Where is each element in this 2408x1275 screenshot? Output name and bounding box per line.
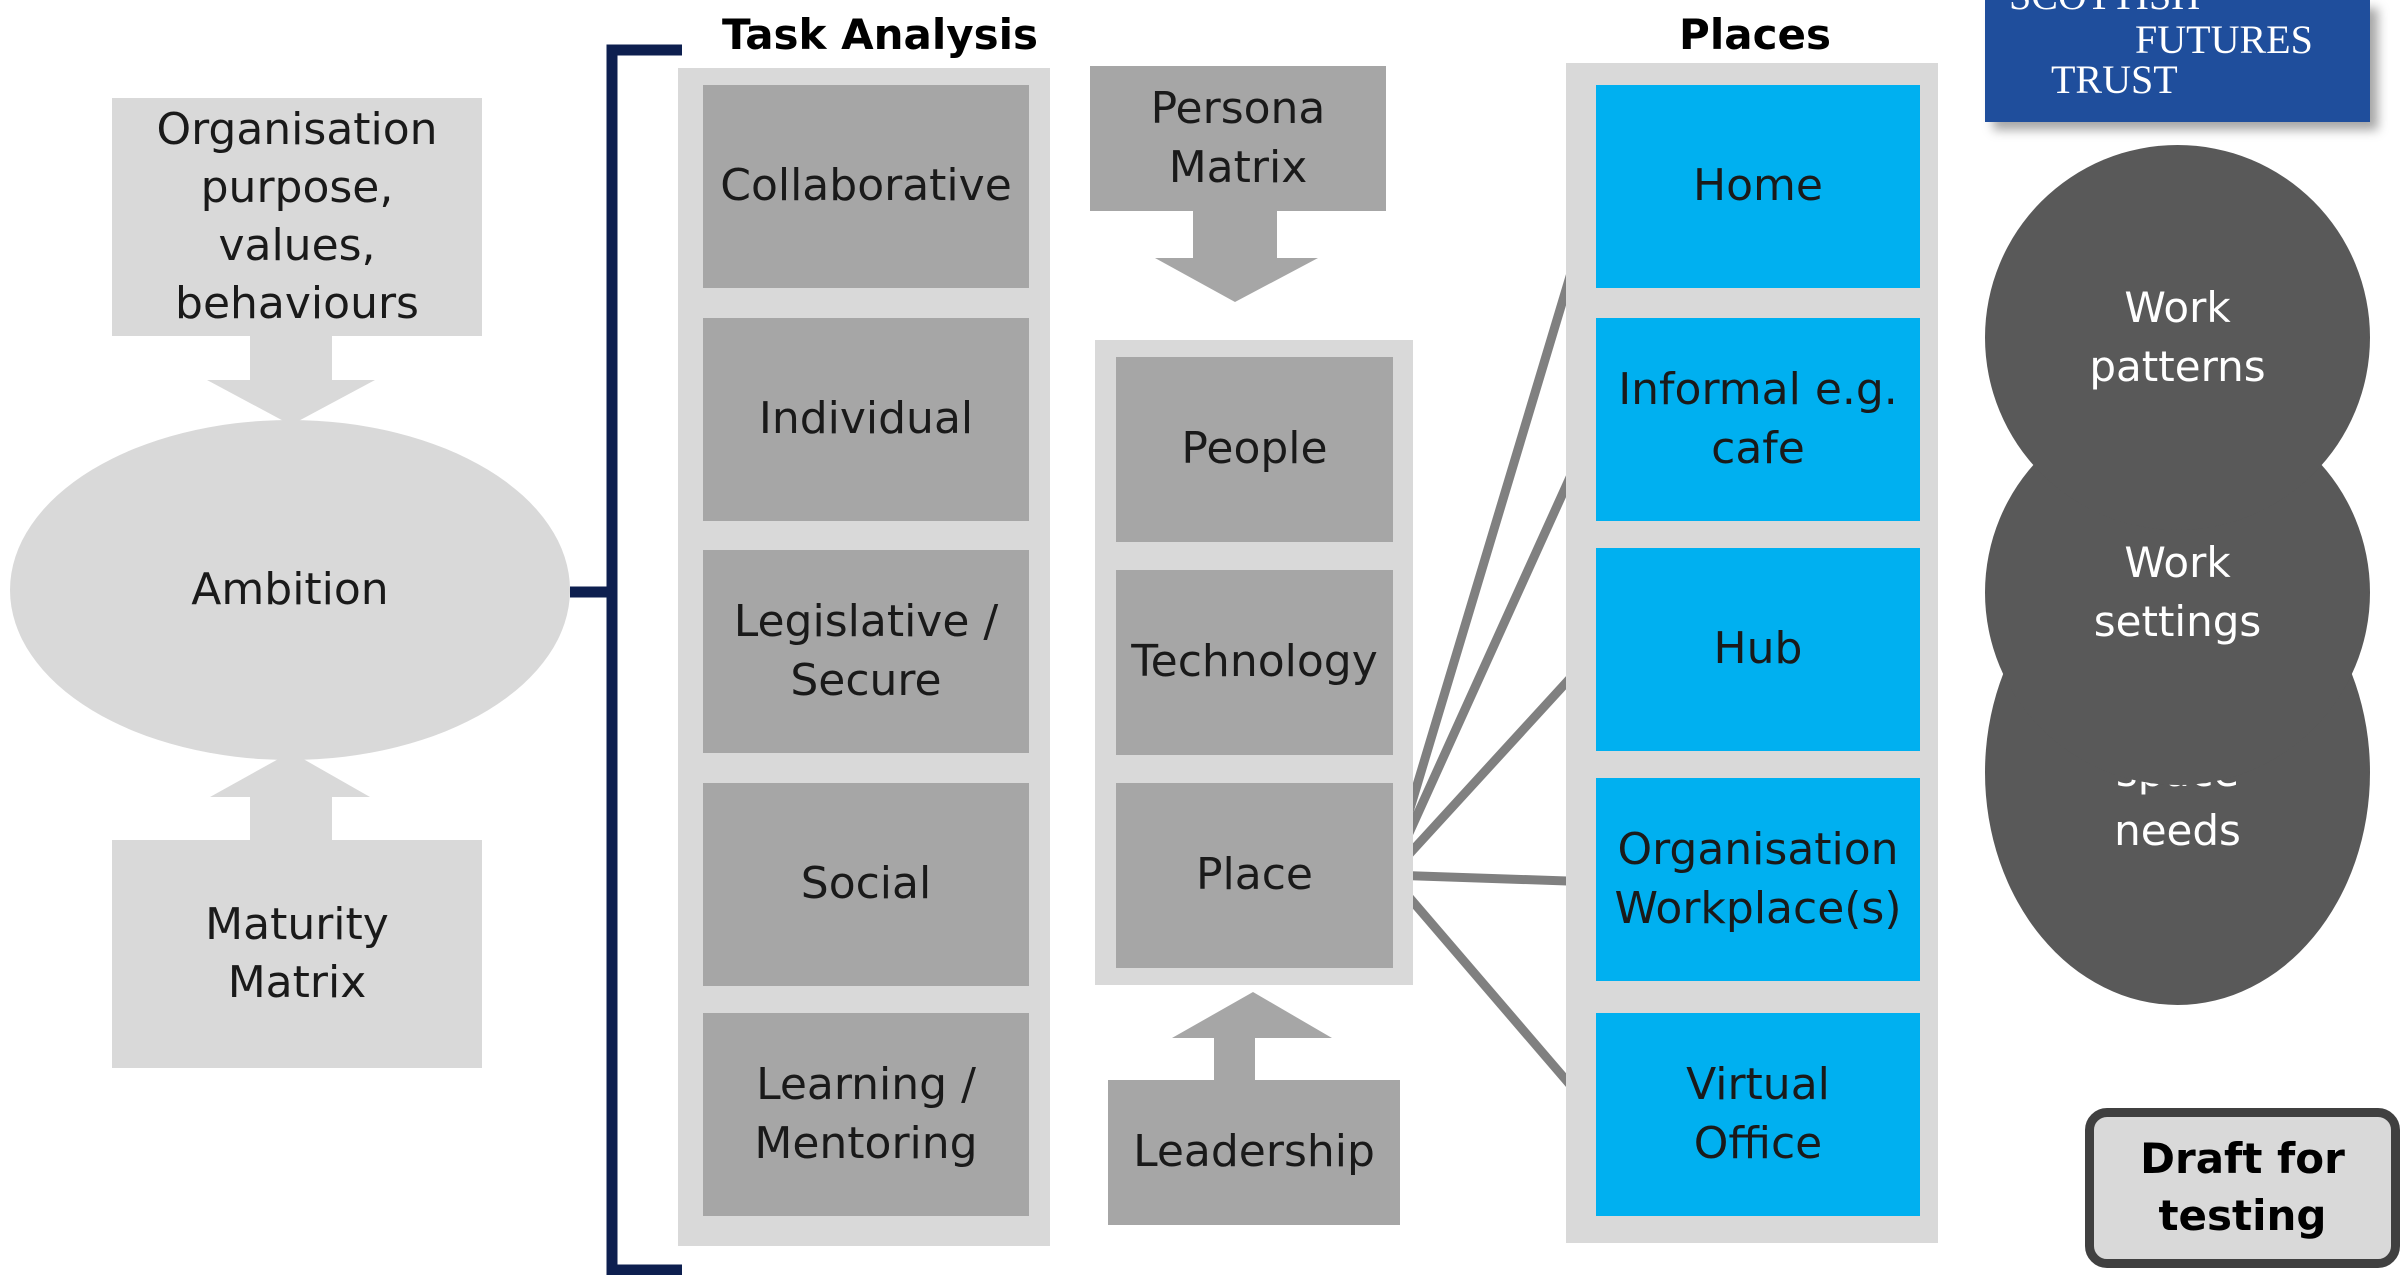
scottish-futures-trust-logo: SCOTTISH FUTURES TRUST: [1985, 0, 2370, 122]
place-informal-cafe: Informal e.g. cafe: [1596, 318, 1920, 521]
organisation-box: Organisation purpose, values, behaviours: [112, 98, 482, 336]
logo-line-1: SCOTTISH: [2009, 0, 2200, 16]
bracket: [570, 44, 682, 1275]
place-virtual-office: Virtual Office: [1596, 1013, 1920, 1216]
persona-matrix-box: Persona Matrix: [1090, 66, 1386, 211]
arrow-down-organisation: [207, 335, 375, 425]
place-organisation-workplace: Organisation Workplace(s): [1596, 778, 1920, 981]
place-home: Home: [1596, 85, 1920, 288]
task-individual: Individual: [703, 318, 1029, 521]
places-title: Places: [1679, 10, 1831, 59]
draft-for-testing-badge: Draft for testing: [2085, 1108, 2400, 1268]
task-collaborative: Collaborative: [703, 85, 1029, 288]
leadership-box: Leadership: [1108, 1080, 1400, 1225]
task-social: Social: [703, 783, 1029, 986]
circle-work-patterns: Work patterns: [1985, 145, 2370, 530]
place-connector-lines: [1385, 188, 1601, 1118]
logo-line-2: FUTURES: [2135, 17, 2313, 62]
arrow-down-persona: [1155, 210, 1318, 302]
task-learning-mentoring: Learning / Mentoring: [703, 1013, 1029, 1216]
middle-place: Place: [1116, 783, 1393, 968]
maturity-matrix-box: Maturity Matrix: [112, 840, 482, 1068]
task-legislative-secure: Legislative / Secure: [703, 550, 1029, 753]
middle-technology: Technology: [1116, 570, 1393, 755]
arrow-up-leadership: [1172, 992, 1332, 1080]
place-hub: Hub: [1596, 548, 1920, 751]
ambition-ellipse: Ambition: [10, 420, 570, 760]
logo-line-3: TRUST: [2051, 57, 2178, 102]
middle-people: People: [1116, 357, 1393, 542]
arrow-up-maturity: [210, 752, 370, 840]
task-analysis-title: Task Analysis: [721, 10, 1039, 59]
